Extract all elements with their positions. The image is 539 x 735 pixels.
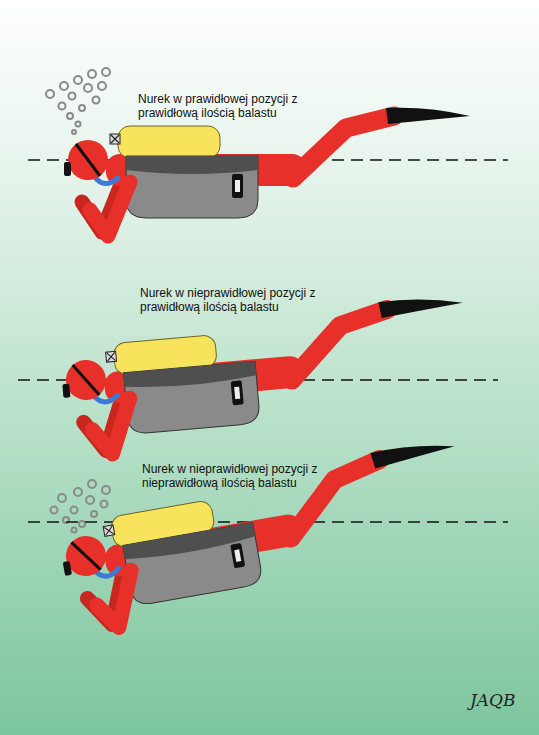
diver-figure — [58, 295, 474, 458]
diver-figure — [53, 438, 475, 635]
bubbles — [46, 68, 110, 134]
caption: Nurek w nieprawidłowej pozycji z niepraw… — [142, 462, 324, 490]
diver-figure — [64, 108, 470, 236]
bubbles — [51, 480, 111, 533]
signature: JAQB — [470, 690, 516, 710]
caption: Nurek w prawidłowej pozycji z prawidłową… — [138, 92, 304, 120]
caption: Nurek w nieprawidłowej pozycji z prawidł… — [140, 286, 322, 314]
